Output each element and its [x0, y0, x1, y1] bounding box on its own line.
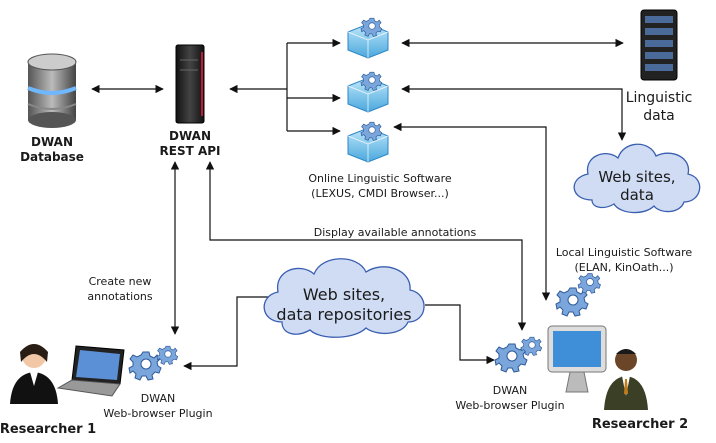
- database-icon: [27, 53, 77, 128]
- online-software-line2: (LEXUS, CMDI Browser...): [311, 187, 449, 200]
- display-annotations-label: Display available annotations: [314, 226, 477, 239]
- database-node: DWAN Database: [20, 53, 84, 164]
- researcher2-node: Researcher 2: [547, 325, 688, 432]
- monitor-icon: [547, 325, 607, 393]
- online-software-node: Online Linguistic Software (LEXUS, CMDI …: [308, 18, 452, 200]
- web-sites-data-line2: data: [620, 186, 654, 204]
- plugin-left-line2: Web-browser Plugin: [103, 407, 212, 420]
- server-rack-icon: [640, 9, 678, 81]
- man-avatar-icon: [604, 349, 648, 410]
- linguistic-data-line2: data: [643, 108, 675, 124]
- web-repositories-line1: Web sites,: [303, 285, 385, 304]
- researcher1-label: Researcher 1: [0, 422, 96, 437]
- gear-icon: [577, 273, 601, 294]
- web-repositories-line2: data repositories: [276, 305, 411, 324]
- server-icon: [175, 44, 205, 124]
- web-sites-data-line1: Web sites,: [598, 168, 675, 186]
- linguistic-data-node: Linguistic data: [626, 9, 693, 124]
- display-annotations-arrow: [205, 161, 527, 331]
- software-module-icon: [348, 18, 388, 58]
- database-subtitle: Database: [20, 150, 84, 164]
- web-sites-data-cloud: Web sites, data: [573, 143, 701, 214]
- software-local-arrow: [401, 84, 627, 141]
- gear-icon: [128, 351, 162, 381]
- plugin-left-node: DWAN Web-browser Plugin: [103, 345, 213, 420]
- cloud-shape: [573, 143, 701, 214]
- connectors: [91, 38, 627, 371]
- gear-icon: [156, 345, 179, 365]
- rest-api-subtitle: REST API: [160, 144, 221, 158]
- woman-avatar-icon: [10, 344, 58, 404]
- rest-api-node: DWAN REST API: [160, 44, 221, 158]
- create-annotations-line1: Create new: [89, 275, 152, 288]
- linguistic-data-line1: Linguistic: [626, 90, 693, 106]
- cloud-shape: [263, 258, 425, 338]
- software-module-icon: [348, 72, 388, 112]
- plugin-left-line1: DWAN: [141, 392, 176, 405]
- researcher1-node: Researcher 1: [0, 344, 125, 437]
- plugin-right-line1: DWAN: [493, 384, 528, 397]
- local-software-node: Local Linguistic Software (ELAN, KinOath…: [555, 246, 693, 317]
- software-plugin-arrow: [393, 122, 551, 301]
- researcher2-label: Researcher 2: [592, 417, 688, 432]
- repo-right-arrow: [425, 304, 495, 365]
- web-repositories-cloud: Web sites, data repositories: [263, 258, 425, 338]
- online-software-line1: Online Linguistic Software: [308, 172, 452, 185]
- local-software-line2: (ELAN, KinOath...): [574, 261, 673, 274]
- plugin-right-node: DWAN Web-browser Plugin: [455, 336, 565, 412]
- create-annotations-line2: annotations: [87, 290, 153, 303]
- software-module-icon: [348, 122, 388, 162]
- rest-api-title: DWAN: [169, 129, 211, 143]
- database-title: DWAN: [31, 135, 73, 149]
- api-software-trunk: [230, 43, 288, 131]
- plugin-right-line2: Web-browser Plugin: [455, 399, 564, 412]
- laptop-icon: [56, 345, 125, 397]
- local-software-line1: Local Linguistic Software: [556, 246, 693, 259]
- repo-left-arrow: [183, 296, 268, 371]
